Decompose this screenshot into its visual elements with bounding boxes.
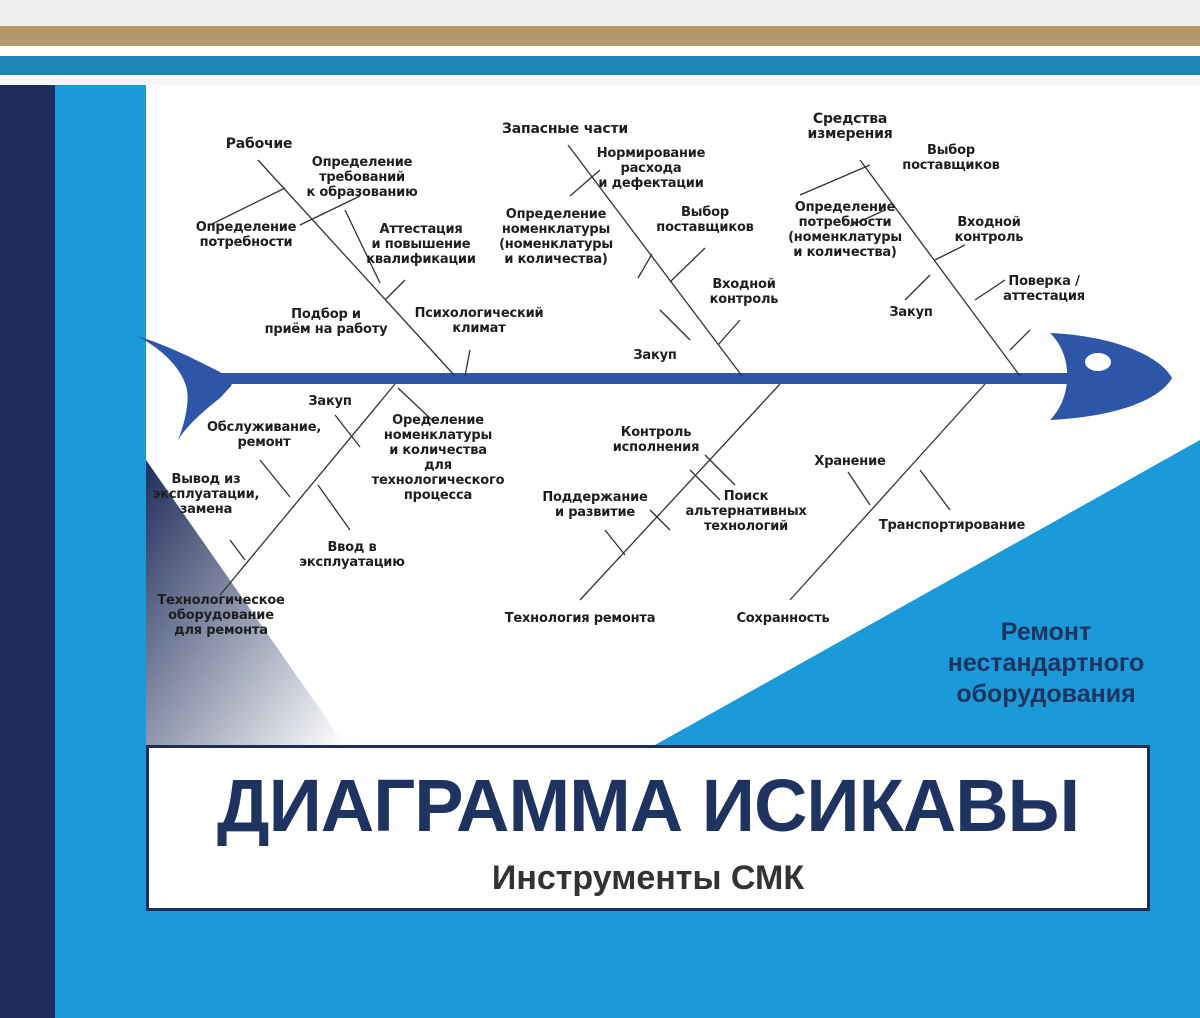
label-purchase-3: Закуп: [308, 394, 352, 409]
fish-head: [1050, 333, 1172, 420]
label-purchase-2: Закуп: [889, 305, 933, 320]
label-incoming-control-1: Входной контроль: [709, 277, 779, 307]
label-execution-control: Контроль исполнения: [612, 425, 700, 455]
label-service-repair: Обслуживание, ремонт: [206, 420, 322, 450]
gradient-corner-triangle: [146, 460, 345, 745]
blue-corner-triangle: [655, 440, 1200, 745]
label-spare-parts: Запасные части: [502, 121, 628, 137]
label-nomenclature-process: Оределение номенклатуры и количества для…: [371, 413, 505, 503]
label-tech-equipment: Технологическое оборудование для ремонта: [157, 593, 285, 638]
label-measuring-tools: Средства измерения: [807, 111, 893, 142]
title-box: ДИАГРАММА ИСИКАВЫ Инструменты СМК: [146, 745, 1150, 911]
subtitle: Инструменты СМК: [491, 859, 805, 897]
label-supplier-choice-2: Выбор поставщиков: [902, 143, 1000, 173]
navy-left-bar: [0, 85, 55, 1018]
gold-stripe: [0, 26, 1200, 46]
label-storage: Хранение: [814, 454, 886, 469]
label-commissioning: Ввод в эксплуатацию: [299, 540, 405, 570]
label-need-definition-2: Определение потребности (номенклатуры и …: [788, 200, 902, 260]
label-need-definition: Определение потребности: [195, 220, 297, 250]
label-verification: Поверка / аттестация: [1003, 274, 1085, 304]
label-education-requirements: Определение требований к образованию: [306, 155, 418, 200]
label-purchase-1: Закуп: [633, 348, 677, 363]
white-gap: [0, 46, 1200, 56]
label-nomenclature-definition: Определение номенклатуры (номенклатуры и…: [499, 207, 613, 267]
fish-spine: [190, 373, 1090, 384]
label-incoming-control-2: Входной контроль: [954, 215, 1024, 245]
white-gap-2: [0, 75, 1200, 85]
corner-caption: Ремонт нестандартного оборудования: [947, 618, 1145, 708]
label-supplier-choice-1: Выбор поставщиков: [656, 205, 754, 235]
label-alternative-technologies: Поиск альтернативных технологий: [685, 489, 807, 534]
label-consumption-norm: Нормирование расхода и дефектации: [596, 146, 706, 191]
label-repair-technology: Технология ремонта: [504, 611, 656, 626]
label-workers: Рабочие: [225, 136, 293, 152]
label-psychological-climate: Психологический климат: [414, 306, 544, 336]
label-support-development: Поддержание и развитие: [542, 490, 648, 520]
fishbone-lines: [209, 144, 1031, 601]
fish-tail: [137, 336, 232, 440]
top-background: [0, 0, 1200, 26]
label-hiring: Подбор и приём на работу: [264, 307, 388, 337]
main-title: ДИАГРАММА ИСИКАВЫ: [216, 764, 1080, 847]
label-certification: Аттестация и повышение квалификации: [366, 222, 476, 267]
label-preservation: Сохранность: [736, 611, 830, 626]
label-decommission: Вывод из эксплуатации, замена: [152, 472, 260, 517]
label-transportation: Транспортирование: [878, 518, 1026, 533]
teal-stripe: [0, 56, 1200, 75]
